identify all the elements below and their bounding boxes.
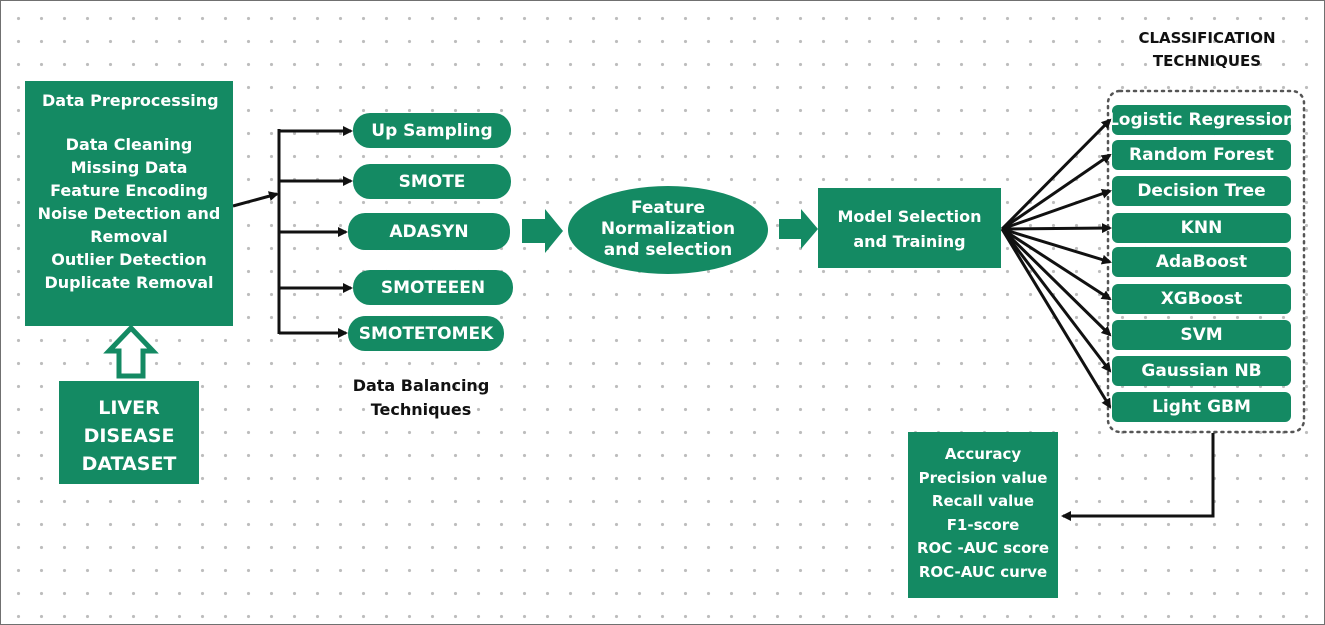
fan-arrow [1001,153,1112,231]
fan-arrow [1000,227,1112,337]
balancing-upsampling: Up Sampling [353,113,511,148]
block-arrow-to-model [779,209,818,249]
preprocessing-step: Data Cleaning [65,135,193,154]
classifier-adaboost: AdaBoost [1112,247,1291,277]
fan-arrows [1000,118,1112,409]
preprocessing-step: Removal [90,227,168,246]
classifier-gaussian-nb: Gaussian NB [1112,356,1291,386]
classifier-xgboost: XGBoost [1112,284,1291,314]
fan-arrow [1001,227,1112,265]
classification-title-line: TECHNIQUES [1152,52,1262,70]
model-line: and Training [853,232,966,251]
classification-title: CLASSIFICATION TECHNIQUES [1113,27,1301,73]
feature-line: Feature [630,198,706,218]
feature-line: Normalization [600,219,736,239]
classifier-svm: SVM [1112,320,1291,350]
caption-line: Data Balancing [352,376,490,395]
model-selection-box: Model Selection and Training [818,188,1001,268]
preprocessing-step: Noise Detection and [37,204,221,223]
hollow-up-arrow [103,324,159,379]
dataset-line: DATASET [81,453,177,475]
feature-line: and selection [603,240,733,260]
model-line: Model Selection [837,207,982,226]
block-arrow-to-feature [522,209,563,253]
preprocessing-title: Data Preprocessing [42,91,219,110]
classification-to-metrics-arrow [1061,433,1215,521]
caption-line: Techniques [370,400,472,419]
preprocessing-step: Outlier Detection [51,250,207,269]
balancing-smotetomek: SMOTETOMEK [348,316,504,351]
balancing-smoteeen: SMOTEEEN [353,270,513,305]
classifier-random-forest: Random Forest [1112,140,1291,170]
dataset-line: LIVER [98,397,160,419]
balancing-caption: Data Balancing Techniques [331,374,511,422]
fan-arrow [1000,228,1112,409]
classifier-knn: KNN [1112,213,1291,243]
fan-arrow [1001,188,1112,231]
classifier-light-gbm: Light GBM [1112,392,1291,422]
preprocessing-step: Missing Data [70,158,188,177]
preprocess-to-bracket-arrow [232,191,279,208]
metric-item: ROC-AUC curve [918,562,1048,581]
metric-item: Precision value [918,468,1048,487]
balancing-adasyn: ADASYN [348,213,510,250]
preprocessing-step: Feature Encoding [50,181,208,200]
metric-item: Accuracy [944,445,1022,463]
fan-arrow [1000,228,1112,373]
metric-item: ROC -AUC score [916,539,1049,557]
preprocessing-step: Duplicate Removal [44,273,214,292]
dataset-line: DISEASE [83,425,175,447]
fan-arrow [1000,118,1112,231]
balancing-smote: SMOTE [353,164,511,199]
classification-title-line: CLASSIFICATION [1138,29,1276,47]
feature-normalization-ellipse: Feature Normalization and selection [568,186,768,274]
classifier-decision-tree: Decision Tree [1112,176,1291,206]
liver-disease-dataset-box: LIVER DISEASE DATASET [59,381,199,484]
classifier-logistic-regression: Logistic Regression [1112,105,1291,135]
fan-arrow [1001,223,1112,234]
fan-arrow [1001,227,1112,301]
metric-item: F1-score [946,515,1020,534]
metric-item: Recall value [931,492,1035,510]
